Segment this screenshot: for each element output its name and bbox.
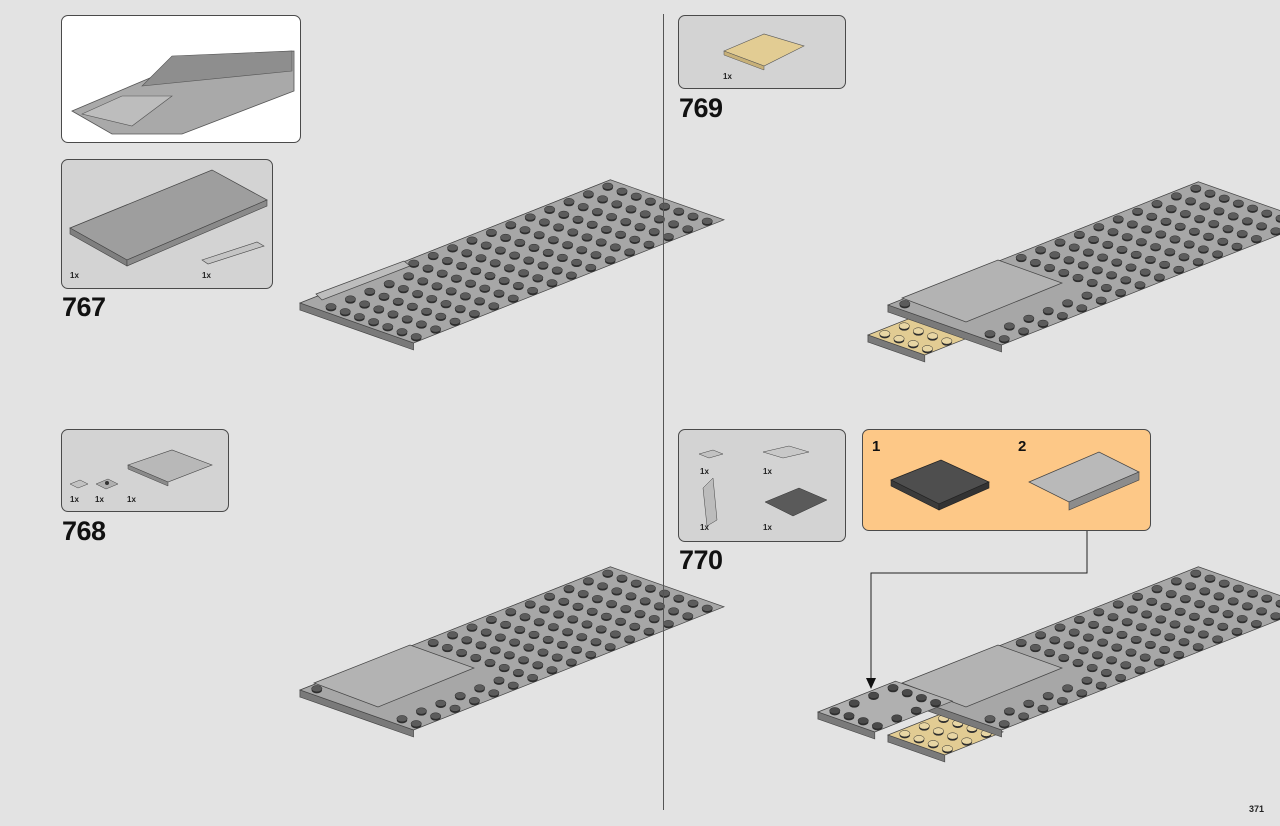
step-number: 768 [62, 516, 106, 546]
step-769-parts-box: 1x [678, 15, 846, 89]
step-770-parts-box: 1x 1x 1x 1x [678, 429, 846, 542]
part-assorted-icon [698, 445, 828, 527]
step-number: 770 [679, 545, 723, 575]
model-overview-illustration [71, 50, 295, 135]
subassembly-770 [817, 680, 954, 740]
page-divider [663, 14, 664, 810]
part-qty: 1x [127, 495, 136, 504]
plate-768 [299, 566, 725, 738]
tile-767 [315, 260, 411, 301]
substep-number: 1 [872, 438, 881, 455]
plate-767 [299, 179, 725, 351]
plate-769 [887, 181, 1280, 353]
part-plate-8x16-icon [69, 169, 268, 267]
plate-770 [887, 566, 1280, 738]
substep-number: 2 [1018, 438, 1027, 455]
part-qty: 1x [202, 271, 211, 280]
part-qty: 1x [723, 72, 732, 81]
part-qty: 1x [700, 523, 709, 532]
step-number: 769 [679, 93, 723, 123]
part-qty: 1x [70, 495, 79, 504]
part-qty: 1x [700, 467, 709, 476]
context-preview-box [61, 15, 301, 143]
substep-callout-box: 1 2 [862, 429, 1151, 531]
step-767-parts-box: 1x 1x [61, 159, 273, 289]
tile-769 [901, 259, 1063, 323]
step-768-parts-box: 1x 1x 1x [61, 429, 229, 512]
part-qty: 1x [763, 523, 772, 532]
step-number: 767 [62, 292, 106, 322]
part-tan-plate-icon [723, 33, 805, 71]
part-qty: 1x [95, 495, 104, 504]
part-qty: 1x [763, 467, 772, 476]
part-tiles-icon [69, 449, 213, 490]
tile-768 [313, 644, 475, 708]
part-qty: 1x [70, 271, 79, 280]
page-number: 371 [1248, 804, 1264, 814]
subassembly-illustration [890, 451, 1140, 511]
